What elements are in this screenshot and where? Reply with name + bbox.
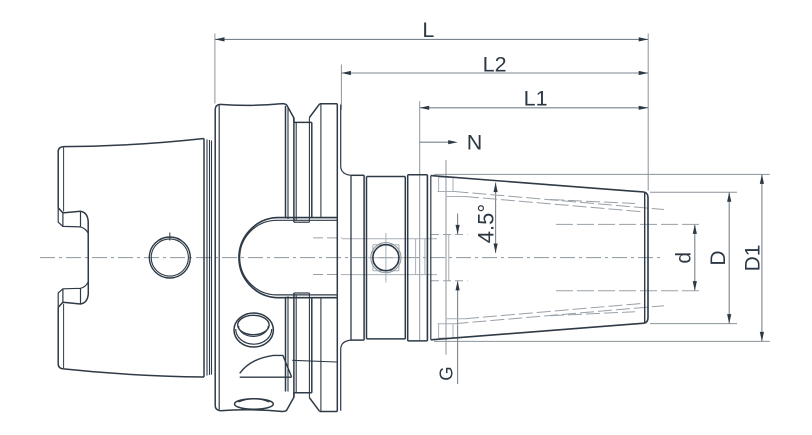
svg-text:L2: L2 (483, 52, 507, 76)
svg-text:L1: L1 (524, 86, 548, 110)
svg-text:G: G (436, 366, 457, 380)
svg-text:N: N (467, 130, 483, 154)
svg-text:d: d (673, 252, 696, 264)
svg-text:D: D (707, 250, 730, 265)
svg-text:4.5°: 4.5° (474, 204, 499, 243)
svg-text:L: L (422, 18, 434, 42)
svg-text:D1: D1 (742, 245, 765, 272)
